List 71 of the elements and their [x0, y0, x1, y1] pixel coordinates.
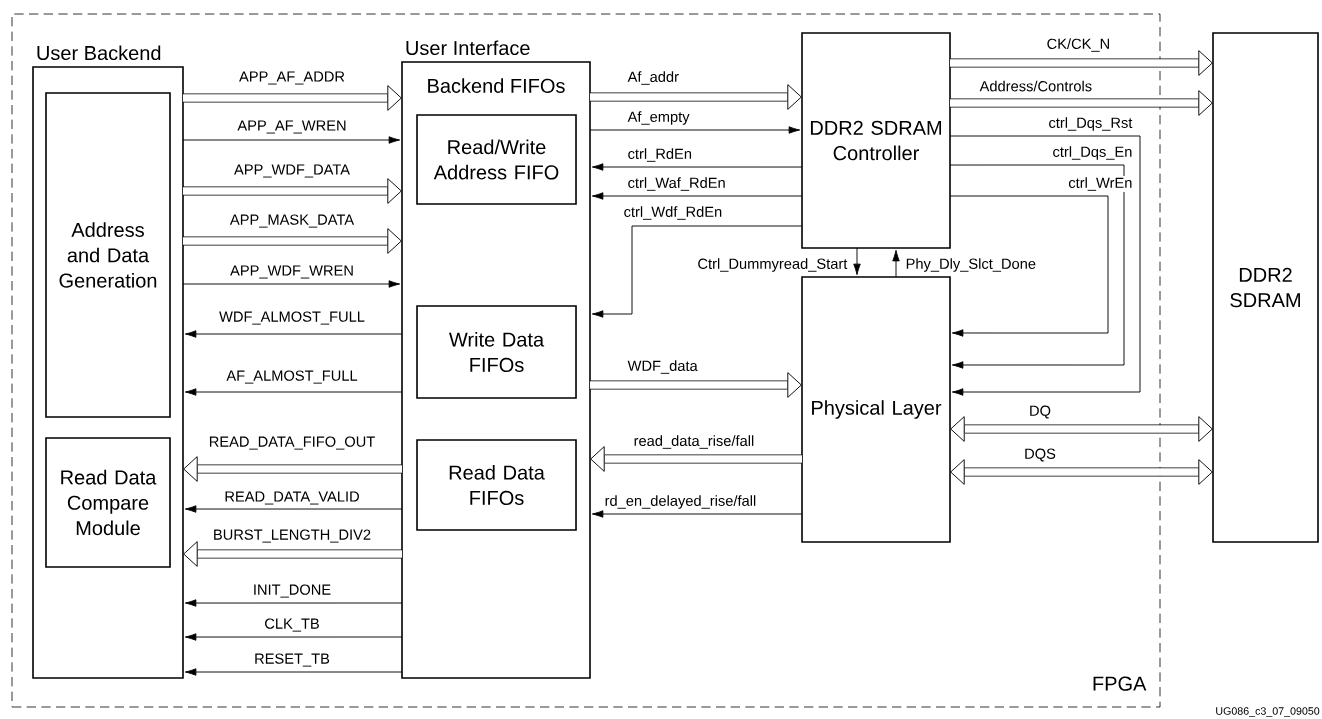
- arrow: [892, 249, 900, 278]
- block-box: Read Data Compare Module: [45, 437, 171, 568]
- edge-label: Af_empty: [626, 109, 691, 127]
- edge-label: APP_WDF_WREN: [228, 264, 356, 280]
- block-box: Address and Data Generation: [45, 92, 171, 418]
- arrow: [184, 633, 403, 641]
- bus-arrow: [950, 90, 1213, 116]
- bus-arrow: [590, 372, 802, 398]
- arrow: [182, 280, 401, 288]
- bus-arrow: [950, 416, 1213, 442]
- edge-label: CLK_TB: [262, 617, 322, 633]
- arrow: [184, 330, 403, 338]
- edge-label: APP_AF_ADDR: [237, 70, 347, 86]
- edge-label: Phy_Dly_Slct_Done: [904, 256, 1038, 274]
- arrow: [184, 599, 403, 607]
- edge-label: APP_AF_WREN: [236, 119, 348, 135]
- edge-label: ctrl_Wdf_RdEn: [622, 204, 724, 222]
- block-box: Physical Layer: [801, 276, 951, 543]
- edge-label: Af_addr: [626, 69, 681, 87]
- block-box: DDR2 SDRAM Controller: [801, 32, 951, 249]
- node-label: User Backend: [37, 45, 161, 61]
- edge-label: DQ: [1027, 404, 1053, 420]
- edge-label: ctrl_Waf_RdEn: [626, 175, 727, 193]
- arrow: [591, 192, 803, 200]
- arrow: [589, 126, 801, 134]
- edge-label: ctrl_Dqs_En: [1051, 144, 1134, 162]
- edge-label: DQS: [1022, 447, 1058, 463]
- arrow: [591, 510, 803, 518]
- block-box: Read/Write Address FIFO: [416, 114, 577, 205]
- bus-arrow: [590, 84, 802, 110]
- edge-label: Ctrl_Dummyread_Start: [696, 256, 849, 274]
- edge-label: READ_DATA_VALID: [223, 490, 361, 506]
- arrow: [182, 136, 401, 144]
- edge-label: CK/CK_N: [1045, 36, 1112, 54]
- edge-label: ctrl_Dqs_Rst: [1047, 115, 1134, 133]
- edge-label: WDF_data: [626, 358, 700, 376]
- bus-arrow: [590, 446, 802, 472]
- bus-arrow: [950, 50, 1213, 76]
- arrow: [184, 668, 403, 676]
- arrow: [184, 505, 403, 513]
- edge-label: BURST_LENGTH_DIV2: [211, 528, 373, 544]
- memory-box: DDR2 SDRAM: [1212, 32, 1319, 543]
- arrow: [591, 163, 803, 171]
- bus-arrow: [183, 228, 402, 254]
- bus-arrow: [950, 459, 1213, 485]
- edge-label: ctrl_WrEn: [1066, 175, 1134, 193]
- arrow: [853, 247, 861, 276]
- arrow: [184, 388, 403, 396]
- edge-label: Address/Controls: [978, 79, 1094, 93]
- bus-arrow: [183, 541, 402, 567]
- bus-arrow: [183, 85, 402, 111]
- edge-label: ctrl_RdEn: [626, 146, 694, 164]
- block-box: Write Data FIFOs: [416, 305, 577, 399]
- bus-arrow: [183, 456, 402, 482]
- block-box: Read Data FIFOs: [416, 439, 577, 531]
- arrow: [949, 164, 1125, 369]
- edge-label: rd_en_delayed_rise/fall: [603, 493, 758, 511]
- edge-label: APP_MASK_DATA: [228, 213, 356, 229]
- edge-label: READ_DATA_FIFO_OUT: [207, 435, 377, 451]
- edge-label: APP_WDF_DATA: [232, 163, 352, 179]
- arrow: [591, 225, 803, 318]
- arrow: [949, 135, 1141, 396]
- edge-label: INIT_DONE: [251, 583, 333, 599]
- edge-label: WDF_ALMOST_FULL: [217, 310, 367, 326]
- figure-id: UG086_c3_07_09050: [1216, 707, 1320, 717]
- node-label: User Interface: [406, 40, 530, 56]
- edge-label: RESET_TB: [252, 652, 332, 668]
- arrow: [949, 195, 1109, 337]
- edge-label: AF_ALMOST_FULL: [225, 369, 359, 385]
- edge-label: read_data_rise/fall: [632, 433, 756, 451]
- bus-arrow: [183, 178, 402, 204]
